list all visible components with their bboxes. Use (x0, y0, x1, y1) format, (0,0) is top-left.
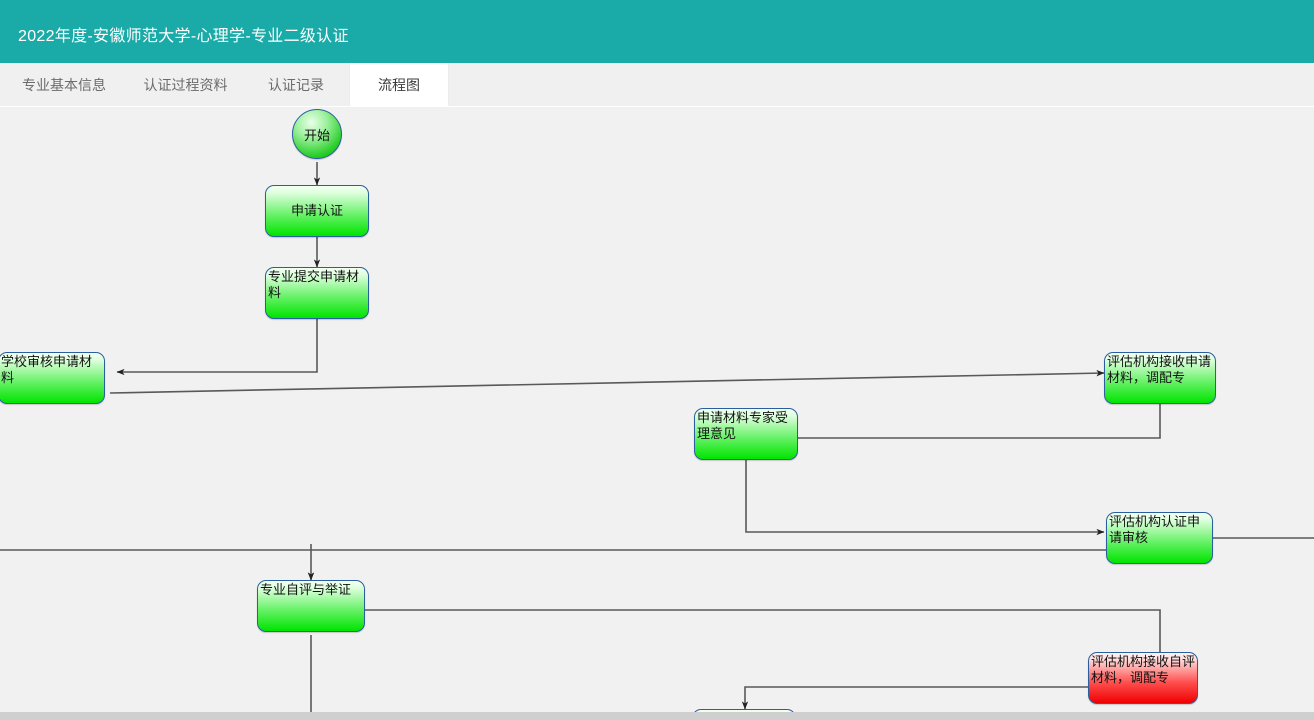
flow-node-self-evaluation[interactable]: 专业自评与举证 (257, 580, 365, 632)
flow-node-label: 评估机构接收自评材料，调配专 (1091, 654, 1196, 685)
flow-node-start[interactable]: 开始 (292, 109, 342, 159)
page-title: 2022年度-安徽师范大学-心理学-专业二级认证 (18, 28, 349, 45)
tab-basic-info[interactable]: 专业基本信息 (0, 63, 128, 106)
tab-label: 认证过程资料 (143, 76, 228, 93)
tab-flowchart[interactable]: 流程图 (349, 63, 449, 106)
flow-node-apply[interactable]: 申请认证 (265, 185, 369, 237)
flow-node-submit-materials[interactable]: 专业提交申请材料 (265, 267, 369, 319)
flow-node-label: 专业自评与举证 (260, 582, 352, 597)
flow-node-label: 评估机构认证申请审核 (1109, 514, 1201, 545)
flow-node-agency-receive-application[interactable]: 评估机构接收申请材料，调配专 (1104, 352, 1216, 404)
flow-node-agency-receive-self-eval[interactable]: 评估机构接收自评材料，调配专 (1088, 652, 1198, 704)
flow-node-school-review[interactable]: 学校审核申请材料 (0, 352, 105, 404)
flow-node-expert-opinion[interactable]: 申请材料专家受理意见 (694, 408, 798, 460)
tab-label: 流程图 (378, 76, 420, 93)
flow-node-label: 专业提交申请材料 (268, 269, 360, 300)
tab-bar: 专业基本信息 认证过程资料 认证记录 流程图 (0, 63, 1314, 107)
flowchart-connectors (0, 162, 1314, 720)
tab-process-data[interactable]: 认证过程资料 (128, 63, 243, 106)
tab-label: 认证记录 (268, 76, 324, 93)
tab-records[interactable]: 认证记录 (243, 63, 349, 106)
tab-label: 专业基本信息 (22, 76, 106, 93)
flow-node-agency-application-audit[interactable]: 评估机构认证申请审核 (1106, 512, 1213, 564)
flow-node-label: 学校审核申请材料 (1, 354, 93, 385)
flowchart-canvas[interactable]: 开始 申请认证 专业提交申请材料 学校审核申请材料 评估机构接收申请材料，调配专… (0, 107, 1314, 720)
tab-bar-separator (0, 106, 1314, 107)
flow-node-label: 申请认证 (290, 203, 343, 218)
page-header: 2022年度-安徽师范大学-心理学-专业二级认证 (0, 0, 1314, 63)
flow-node-label: 评估机构接收申请材料，调配专 (1107, 354, 1212, 385)
flow-node-label: 开始 (303, 127, 330, 143)
horizontal-scrollbar[interactable] (0, 712, 1314, 720)
flow-node-label: 申请材料专家受理意见 (697, 410, 789, 441)
